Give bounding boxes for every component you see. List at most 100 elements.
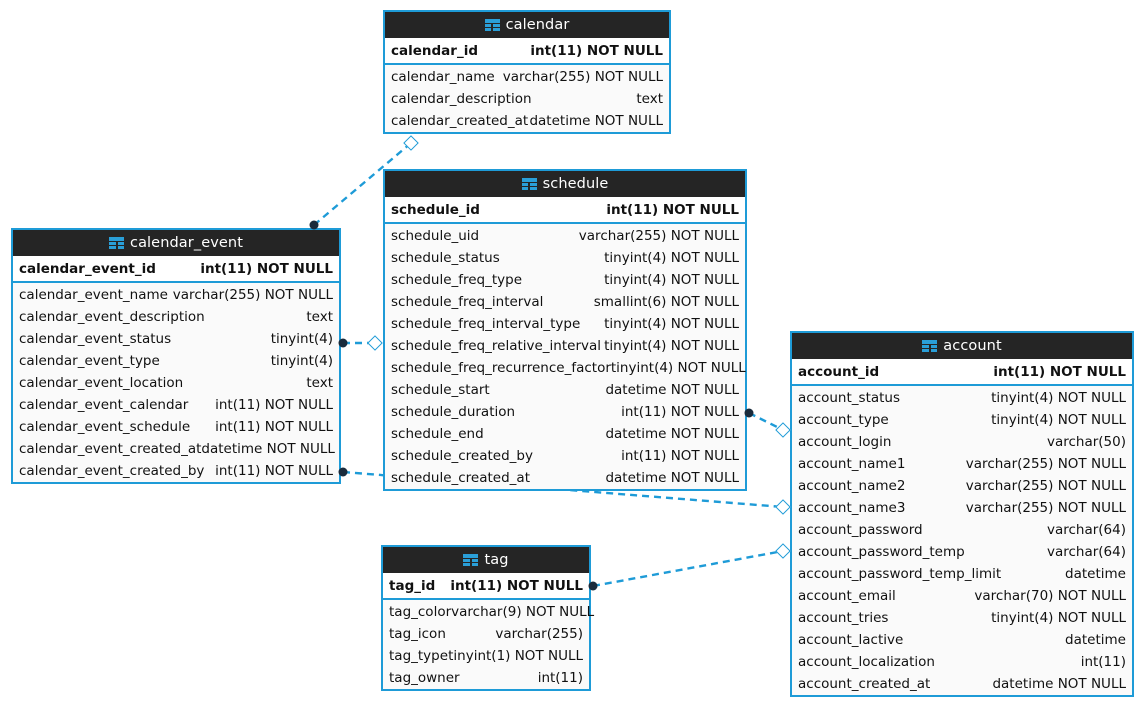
- field-row: schedule_uid varchar(255) NOT NULL: [385, 225, 745, 247]
- table-icon: [484, 19, 500, 31]
- field-type: int(11): [537, 670, 583, 686]
- table-name: account: [943, 338, 1002, 354]
- field-type: datetime NOT NULL: [529, 113, 663, 129]
- relationship-endpoint-dot: [338, 467, 348, 477]
- table-header[interactable]: calendar: [385, 12, 669, 38]
- entity-table-calendar[interactable]: calendar calendar_id int(11) NOT NULL calen…: [383, 10, 671, 134]
- field-type: int(11) NOT NULL: [621, 404, 739, 420]
- field-type: tinyint(4): [270, 331, 333, 347]
- field-name: tag_icon: [389, 626, 446, 642]
- field-name: calendar_event_schedule: [19, 419, 191, 435]
- relationship-endpoint-diamond: [403, 135, 419, 151]
- table-icon: [922, 340, 938, 352]
- relationship-endpoint-diamond: [775, 499, 791, 515]
- field-type: varchar(70) NOT NULL: [974, 588, 1126, 604]
- field-name: account_status: [798, 390, 901, 406]
- field-type: int(11) NOT NULL: [215, 397, 333, 413]
- field-type: varchar(255) NOT NULL: [578, 228, 739, 244]
- relationship-endpoint-diamond: [775, 422, 791, 438]
- field-name: calendar_event_name: [19, 287, 168, 303]
- table-icon: [521, 178, 537, 190]
- field-name: schedule_freq_recurrence_factor: [391, 360, 611, 376]
- field-name: calendar_name: [391, 69, 495, 85]
- table-icon: [463, 554, 479, 566]
- field-row: schedule_freq_interval smallint(6) NOT NU…: [385, 291, 745, 313]
- field-type: int(11): [1080, 654, 1126, 670]
- field-row: account_password varchar(64): [792, 519, 1132, 541]
- relationship-endpoint-dot: [309, 220, 319, 230]
- field-row: account_localization int(11): [792, 651, 1132, 673]
- field-name: schedule_uid: [391, 228, 480, 244]
- table-header[interactable]: schedule: [385, 171, 745, 197]
- field-name: account_id: [798, 363, 880, 380]
- table-icon: [109, 237, 124, 249]
- field-name: schedule_status: [391, 250, 500, 266]
- field-name: account_localization: [798, 654, 935, 670]
- table-name: tag: [484, 552, 509, 568]
- field-type: varchar(50): [1046, 434, 1126, 450]
- table-name: calendar: [505, 17, 570, 33]
- field-type: tinyint(4) NOT NULL: [604, 316, 739, 332]
- primary-key-row: account_id int(11) NOT NULL: [792, 359, 1132, 386]
- field-name: calendar_id: [391, 42, 478, 59]
- field-name: calendar_event_description: [19, 309, 205, 325]
- field-type: text: [636, 91, 663, 107]
- table-header[interactable]: tag: [383, 547, 589, 573]
- field-name: account_tries: [798, 610, 889, 626]
- field-type: varchar(255) NOT NULL: [965, 500, 1126, 516]
- field-type: tinyint(4) NOT NULL: [604, 338, 739, 354]
- field-name: calendar_event_type: [19, 353, 160, 369]
- field-name: calendar_description: [391, 91, 532, 107]
- table-header[interactable]: account: [792, 333, 1132, 359]
- field-type: int(11) NOT NULL: [993, 363, 1126, 380]
- relationship-endpoint-dot: [588, 581, 598, 591]
- field-name: schedule_freq_interval: [391, 294, 544, 310]
- table-header[interactable]: calendar_event: [13, 230, 339, 256]
- relationship-endpoint-diamond: [775, 543, 791, 559]
- field-name: account_name3: [798, 500, 906, 516]
- field-type: varchar(64): [1046, 522, 1126, 538]
- field-type: smallint(6) NOT NULL: [593, 294, 739, 310]
- field-name: calendar_event_location: [19, 375, 184, 391]
- field-type: tinyint(4) NOT NULL: [604, 250, 739, 266]
- field-row: account_status tinyint(4) NOT NULL: [792, 387, 1132, 409]
- field-row: calendar_description text: [385, 88, 669, 110]
- field-type: tinyint(4) NOT NULL: [991, 390, 1126, 406]
- relationship-endpoint-dot: [744, 408, 754, 418]
- field-name: schedule_duration: [391, 404, 516, 420]
- field-name: calendar_event_status: [19, 331, 172, 347]
- field-type: varchar(255): [495, 626, 583, 642]
- field-type: datetime NOT NULL: [992, 676, 1126, 692]
- field-name: account_password: [798, 522, 923, 538]
- field-name: schedule_end: [391, 426, 484, 442]
- field-type: datetime: [1065, 632, 1126, 648]
- field-type: int(11) NOT NULL: [215, 419, 333, 435]
- field-type: varchar(64): [1046, 544, 1126, 560]
- field-type: int(11) NOT NULL: [530, 42, 663, 59]
- relationship-line-tag-to-account: [592, 549, 784, 588]
- field-type: int(11) NOT NULL: [215, 463, 333, 479]
